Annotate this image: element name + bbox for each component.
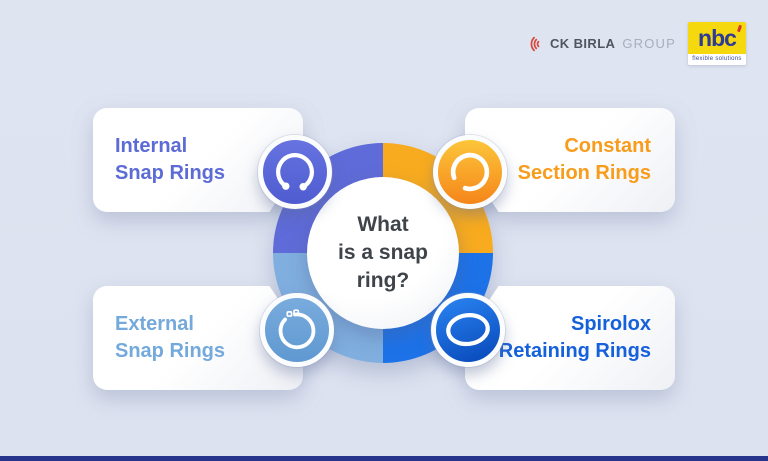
card-label-constant: Constant Section Rings <box>517 135 651 184</box>
ck-birla-group-text: GROUP <box>622 36 676 51</box>
nbc-accent-mark <box>736 24 743 33</box>
constant-ring-glyph <box>450 152 490 192</box>
header-logos: CK BIRLA GROUP nbc flexible solutions <box>527 22 746 65</box>
card-label-external: External Snap Rings <box>115 313 226 362</box>
spirolox-ring-glyph <box>446 313 490 347</box>
sound-arcs-icon <box>530 36 540 51</box>
card-label-internal: Internal Snap Rings <box>115 135 226 184</box>
spirolox-retaining-ring-icon <box>431 293 505 367</box>
internal-snap-ring-icon <box>258 135 332 209</box>
external-snap-ring-icon <box>260 293 334 367</box>
nbc-logo-box: nbc <box>688 22 746 54</box>
ck-birla-logo: CK BIRLA GROUP <box>527 35 676 53</box>
bottom-border-bar <box>0 456 768 461</box>
ck-birla-brand-text: CK BIRLA <box>550 36 616 51</box>
card-external-snap-rings: External Snap Rings <box>93 286 303 390</box>
external-ring-glyph <box>278 309 316 350</box>
constant-section-ring-icon <box>433 135 507 209</box>
nbc-wordmark: nbc <box>698 24 737 51</box>
center-question-circle: What is a snap ring? <box>307 177 459 329</box>
internal-ring-glyph <box>276 153 314 191</box>
nbc-logo: nbc flexible solutions <box>688 22 746 65</box>
card-label-spirolox: Spirolox Retaining Rings <box>498 313 651 362</box>
center-question-text: What is a snap ring? <box>338 213 428 292</box>
nbc-tagline: flexible solutions <box>688 54 746 65</box>
card-shape: External Snap Rings <box>93 286 303 390</box>
